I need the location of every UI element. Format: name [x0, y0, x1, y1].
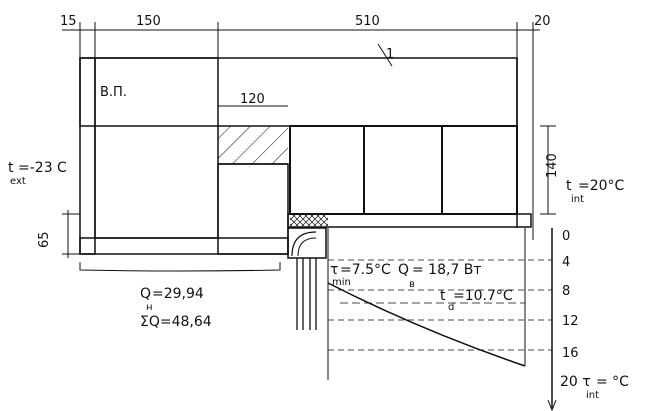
svg-text:int: int	[571, 194, 584, 205]
scale-tick-16: 16	[562, 346, 579, 361]
temperature-scale: 0 4 8 12 16	[327, 228, 579, 411]
svg-text:Q: Q	[140, 286, 151, 302]
temperature-curve	[327, 282, 526, 367]
t-ext-label: t =-23 C ext	[8, 160, 67, 187]
dim-150: 150	[136, 14, 161, 29]
svg-text:int: int	[586, 390, 599, 401]
lintel-blocks	[287, 125, 532, 228]
svg-text:=-23 C: =-23 C	[18, 160, 67, 176]
svg-text:min: min	[332, 277, 351, 288]
dim-510: 510	[355, 14, 380, 29]
dim-120: 120	[240, 92, 265, 107]
svg-text:= 18,7 Вт: = 18,7 Вт	[412, 262, 482, 278]
svg-text:н: н	[146, 302, 153, 313]
sum-q-label: ΣQ=48,64	[140, 314, 212, 330]
svg-text:τ: τ	[330, 262, 338, 278]
dim-20: 20	[534, 14, 551, 29]
dim-65-marker: 65	[37, 210, 80, 258]
scale-tick-0: 0	[562, 229, 570, 244]
dim-140-marker: 140	[540, 125, 560, 215]
t-d-label: t =10.7°C d	[440, 288, 513, 313]
scale-tick-8: 8	[562, 284, 570, 299]
svg-text:t: t	[8, 160, 14, 176]
svg-text:d: d	[448, 302, 454, 313]
q-b-label: Q = 18,7 Вт в	[398, 262, 482, 290]
scale-tick-4: 4	[562, 255, 570, 270]
wall-section: В.П.	[79, 57, 534, 255]
dim-120-marker: 120	[218, 92, 288, 107]
tau-min-label: τ =7.5°C min	[330, 262, 391, 288]
window-frame	[287, 227, 327, 330]
dim-140: 140	[545, 153, 560, 178]
svg-text:Q: Q	[398, 262, 409, 278]
q-n-label: Q =29,94 н	[140, 286, 204, 313]
svg-text:=7.5°C: =7.5°C	[340, 262, 391, 278]
tau-int-label: 20 τ = °C int	[560, 374, 629, 401]
svg-text:20 τ: 20 τ	[560, 374, 591, 390]
dim-15: 15	[60, 14, 77, 29]
top-dimension-line: 15 150 510 20	[60, 14, 551, 60]
vp-label: В.П.	[100, 85, 127, 100]
marker-1-leader: 1	[377, 43, 394, 67]
svg-text:в: в	[409, 279, 415, 290]
marker-1: 1	[386, 47, 394, 62]
t-int-label: t =20°C int	[566, 178, 625, 205]
svg-text:= °C: = °C	[596, 374, 629, 390]
svg-text:=20°C: =20°C	[578, 178, 625, 194]
svg-text:=29,94: =29,94	[152, 286, 204, 302]
svg-text:t: t	[440, 288, 446, 304]
svg-text:ext: ext	[10, 176, 26, 187]
svg-text:t: t	[566, 178, 572, 194]
dim-65: 65	[37, 231, 52, 248]
scale-tick-12: 12	[562, 314, 579, 329]
svg-text:=10.7°C: =10.7°C	[453, 288, 513, 304]
